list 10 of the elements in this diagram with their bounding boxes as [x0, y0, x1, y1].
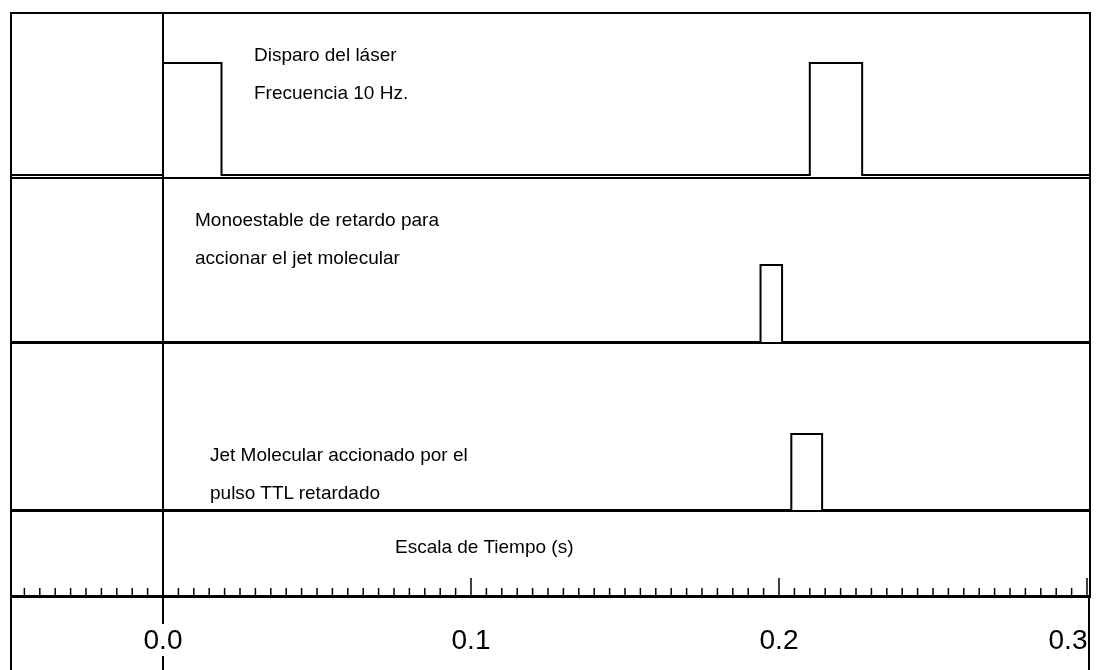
- signal-band: [10, 12, 1091, 179]
- signal-label: Disparo del láser: [254, 43, 397, 67]
- signal-label: Jet Molecular accionado por el pulso TTL retardado: [210, 443, 469, 505]
- signal-label: Monoestable de retardo para accionar el jet molecular: [195, 208, 440, 270]
- signal-band: [10, 177, 1091, 344]
- tick-label: 0.0: [143, 624, 183, 656]
- axis-title: Escala de Tiempo (s): [395, 535, 574, 559]
- time-scale-band: [10, 510, 1091, 598]
- signal-label: Frecuencia 10 Hz.: [254, 81, 409, 105]
- signal-band: [10, 342, 1091, 512]
